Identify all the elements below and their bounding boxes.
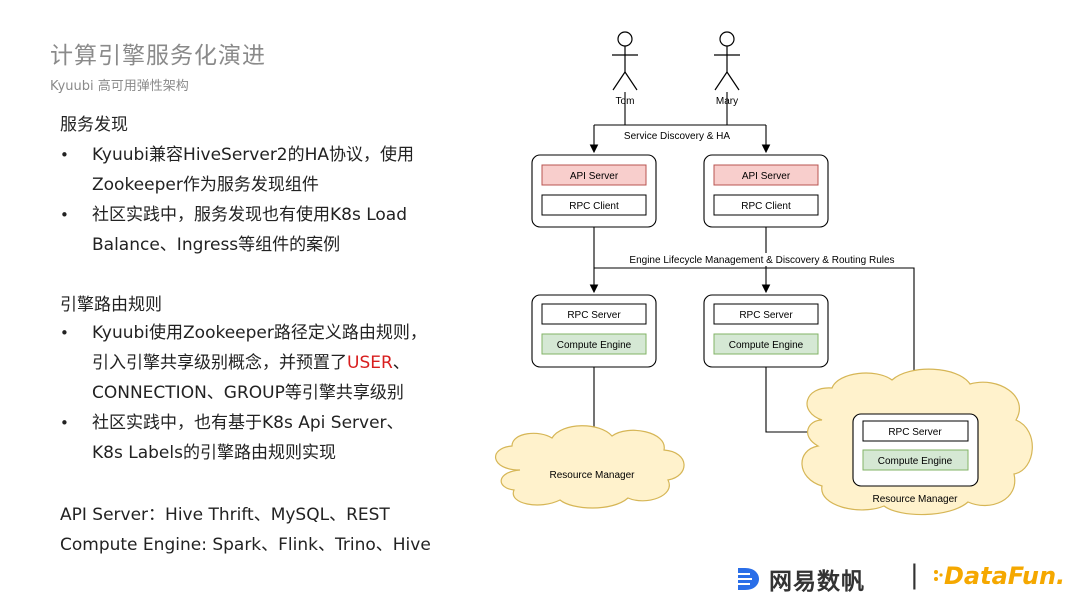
bullet-text: 引入引擎共享级别概念，并预置了 bbox=[92, 353, 347, 373]
service-discovery-label: Service Discovery & HA bbox=[624, 131, 730, 142]
rpc-server-box bbox=[541, 303, 647, 325]
bullet-line: Kyuubi使用Zookeeper路径定义路由规则， bbox=[92, 323, 427, 343]
compute-engine-box bbox=[713, 333, 819, 355]
api-server-summary: API Server：Hive Thrift、MySQL、REST bbox=[60, 505, 390, 525]
engine-lifecycle-label: Engine Lifecycle Management & Discovery … bbox=[629, 255, 894, 266]
page-subtitle: Kyuubi 高可用弹性架构 bbox=[50, 79, 189, 94]
rpc-client-box bbox=[541, 194, 647, 216]
actor-tom-icon bbox=[612, 31, 638, 91]
rpc-server-label: RPC Server bbox=[888, 427, 942, 438]
compute-engine-label: Compute Engine bbox=[557, 340, 632, 351]
rpc-server-box bbox=[862, 420, 969, 442]
rpc-client-label: RPC Client bbox=[569, 201, 619, 212]
routing-rules-list: Kyuubi使用Zookeeper路径定义路由规则， 引入引擎共享级别概念，并预… bbox=[60, 318, 500, 468]
share-level-user: USER bbox=[347, 353, 393, 373]
netease-shufan-logo: 网易数帆 bbox=[735, 562, 865, 596]
list-item: 社区实践中，服务发现也有使用K8s Load Balance、Ingress等组… bbox=[60, 200, 500, 260]
actor-mary-icon bbox=[714, 31, 740, 91]
list-item: Kyuubi兼容HiveServer2的HA协议，使用 Zookeeper作为服… bbox=[60, 140, 500, 200]
rpc-server-label: RPC Server bbox=[739, 310, 793, 321]
bullet-line: 引入引擎共享级别概念，并预置了USER、 bbox=[92, 348, 500, 378]
compute-engine-box bbox=[541, 333, 647, 355]
logo-separator: | bbox=[910, 560, 919, 590]
bullet-text: 、 bbox=[392, 353, 410, 373]
compute-engine-label: Compute Engine bbox=[878, 456, 953, 467]
bullet-line: Zookeeper作为服务发现组件 bbox=[92, 175, 319, 195]
resource-manager-label: Resource Manager bbox=[549, 470, 635, 481]
list-item: Kyuubi使用Zookeeper路径定义路由规则， 引入引擎共享级别概念，并预… bbox=[60, 318, 500, 408]
datafun-text: DataFun. bbox=[944, 562, 1066, 590]
compute-engine-summary: Compute Engine: Spark、Flink、Trino、Hive bbox=[60, 535, 431, 555]
netease-shufan-text: 网易数帆 bbox=[769, 569, 865, 595]
bullet-line: K8s Labels的引擎路由规则实现 bbox=[92, 443, 336, 463]
datafun-logo: DataFun. bbox=[933, 562, 1065, 590]
compute-engine-box bbox=[862, 449, 969, 471]
bullet-line: 社区实践中，服务发现也有使用K8s Load bbox=[92, 205, 408, 225]
page-title: 计算引擎服务化演进 bbox=[50, 43, 266, 69]
netease-shufan-mark-icon bbox=[738, 568, 759, 590]
bullet-line: Kyuubi兼容HiveServer2的HA协议，使用 bbox=[92, 145, 415, 165]
rpc-server-box bbox=[713, 303, 819, 325]
section-heading-routing-rules: 引擎路由规则 bbox=[60, 295, 162, 315]
resource-manager-label: Resource Manager bbox=[872, 494, 958, 505]
rpc-client-label: RPC Client bbox=[741, 201, 791, 212]
api-server-label: API Server bbox=[742, 171, 791, 182]
api-server-box bbox=[713, 164, 819, 186]
section-heading-service-discovery: 服务发现 bbox=[60, 115, 128, 135]
service-discovery-connectors bbox=[589, 92, 771, 154]
api-server-label: API Server bbox=[570, 171, 619, 182]
list-item: 社区实践中，也有基于K8s Api Server、 K8s Labels的引擎路… bbox=[60, 408, 500, 468]
logo-bar: 网易数帆 | DataFun. bbox=[735, 560, 1065, 598]
resource-manager-cloud-icon bbox=[494, 425, 685, 509]
bullet-line: CONNECTION、GROUP等引擎共享级别 bbox=[92, 383, 404, 403]
compute-engine-label: Compute Engine bbox=[729, 340, 804, 351]
bullet-line: Balance、Ingress等组件的案例 bbox=[92, 235, 341, 255]
bullet-line: 社区实践中，也有基于K8s Api Server、 bbox=[92, 413, 404, 433]
datafun-dots-icon bbox=[934, 570, 943, 581]
rpc-client-box bbox=[713, 194, 819, 216]
service-discovery-list: Kyuubi兼容HiveServer2的HA协议，使用 Zookeeper作为服… bbox=[60, 140, 500, 260]
rpc-server-label: RPC Server bbox=[567, 310, 621, 321]
api-server-box bbox=[541, 164, 647, 186]
